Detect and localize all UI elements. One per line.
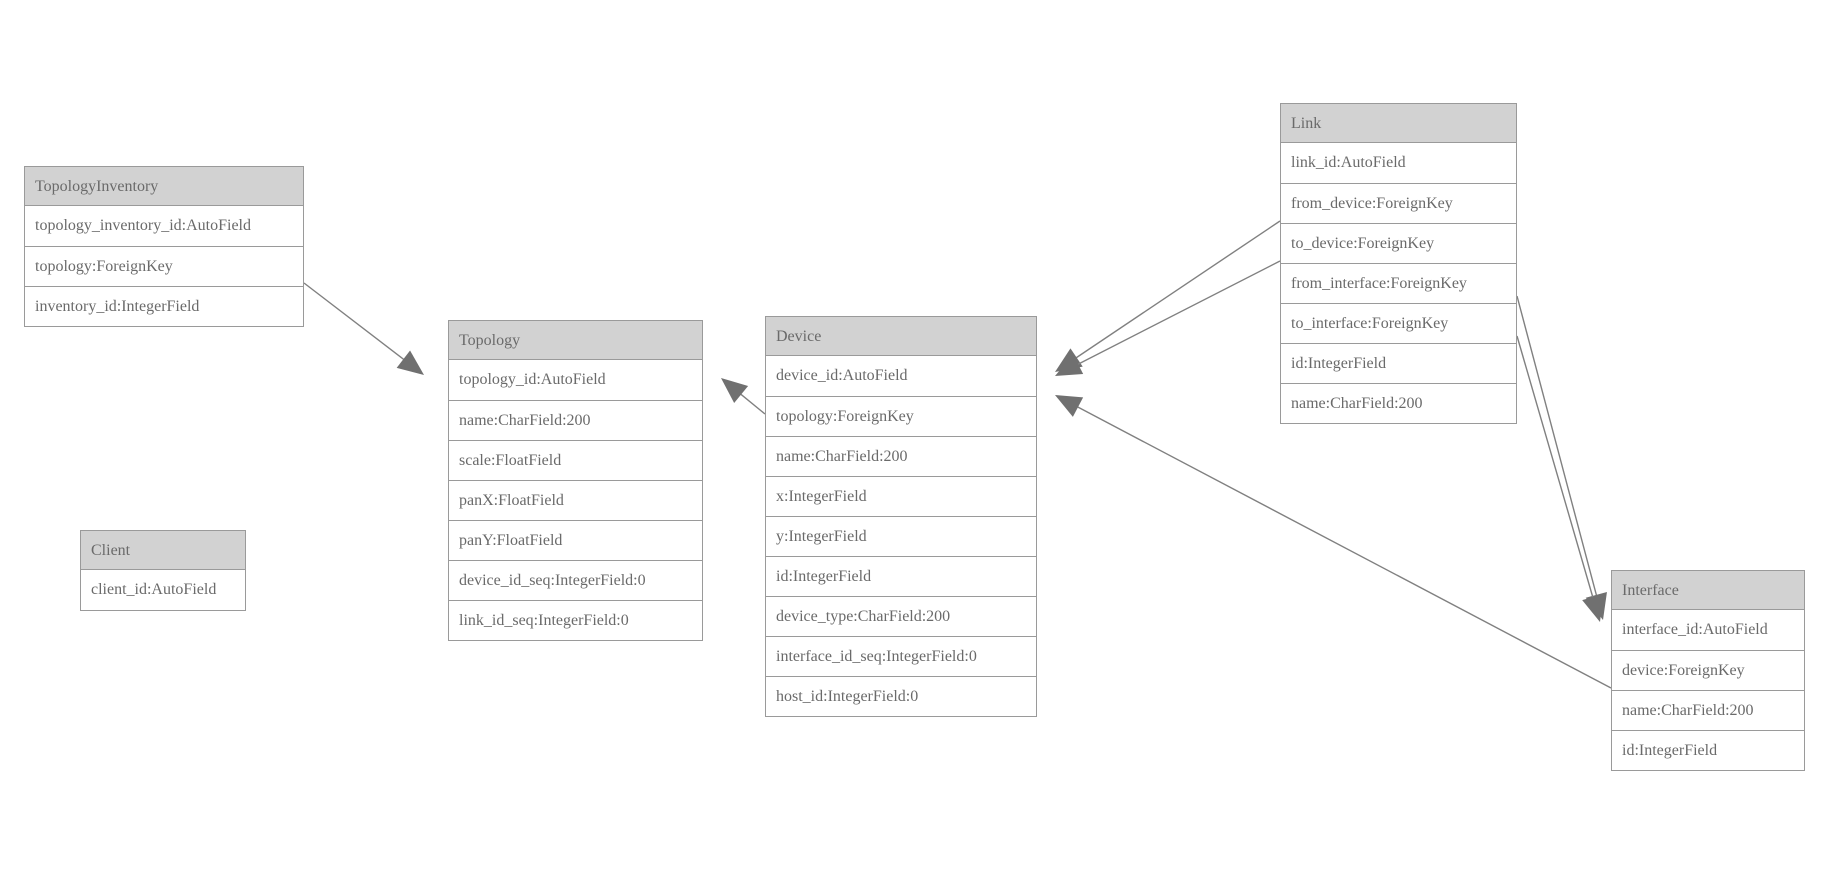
relationship-line	[1516, 295, 1599, 599]
relationship-line	[1516, 335, 1595, 602]
field-row[interactable]: panX:FloatField	[449, 480, 702, 520]
relationship-arrowhead	[1582, 593, 1604, 622]
relationship-arrowhead	[1055, 348, 1083, 372]
relationship-link-from_interface-interface[interactable]	[1516, 295, 1614, 623]
relationship-line	[303, 282, 407, 363]
field-row[interactable]: name:CharField:200	[1281, 383, 1516, 423]
field-row[interactable]: to_interface:ForeignKey	[1281, 303, 1516, 343]
relationship-link-to_device-device[interactable]	[1050, 260, 1281, 386]
field-row[interactable]: x:IntegerField	[766, 476, 1036, 516]
field-row[interactable]: to_device:ForeignKey	[1281, 223, 1516, 263]
field-row[interactable]: device_id_seq:IntegerField:0	[449, 560, 702, 600]
field-row[interactable]: inventory_id:IntegerField	[25, 286, 303, 326]
field-row[interactable]: device:ForeignKey	[1612, 650, 1804, 690]
field-row[interactable]: client_id:AutoField	[81, 570, 245, 610]
field-row[interactable]: topology:ForeignKey	[25, 246, 303, 286]
field-row[interactable]: from_interface:ForeignKey	[1281, 263, 1516, 303]
field-row[interactable]: panY:FloatField	[449, 520, 702, 560]
relationship-device-topology[interactable]	[714, 369, 766, 415]
field-row[interactable]: id:IntegerField	[1281, 343, 1516, 383]
relationship-line	[1072, 220, 1281, 361]
field-row[interactable]: from_device:ForeignKey	[1281, 183, 1516, 223]
field-row[interactable]: name:CharField:200	[1612, 690, 1804, 730]
relationship-arrowhead	[721, 378, 749, 403]
entity-title-link: Link	[1281, 104, 1516, 143]
field-row[interactable]: y:IntegerField	[766, 516, 1036, 556]
field-row[interactable]: name:CharField:200	[766, 436, 1036, 476]
field-row[interactable]: link_id:AutoField	[1281, 143, 1516, 183]
relationship-line	[1074, 404, 1612, 689]
relationship-arrowhead	[396, 350, 424, 375]
field-row[interactable]: device_type:CharField:200	[766, 596, 1036, 636]
field-row[interactable]: id:IntegerField	[1612, 730, 1804, 770]
relationship-interface-device-device[interactable]	[1050, 385, 1612, 689]
relationship-arrowhead	[1585, 592, 1607, 620]
field-row[interactable]: host_id:IntegerField:0	[766, 676, 1036, 716]
field-row[interactable]: device_id:AutoField	[766, 356, 1036, 396]
relationship-line	[737, 391, 766, 415]
entity-fields-client: client_id:AutoField	[81, 570, 245, 610]
relationship-arrowhead	[1055, 395, 1084, 417]
entity-title-topology: Topology	[449, 321, 702, 360]
relationship-link-to_interface-interface[interactable]	[1516, 335, 1611, 625]
relationship-topologyinventory-topology[interactable]	[303, 282, 431, 384]
entity-title-device: Device	[766, 317, 1036, 356]
field-row[interactable]: topology_inventory_id:AutoField	[25, 206, 303, 246]
field-row[interactable]: interface_id_seq:IntegerField:0	[766, 636, 1036, 676]
relationship-arrowhead	[1055, 354, 1084, 376]
field-row[interactable]: link_id_seq:IntegerField:0	[449, 600, 702, 640]
relationship-link-from_device-device[interactable]	[1049, 220, 1281, 381]
field-row[interactable]: topology:ForeignKey	[766, 396, 1036, 436]
entity-title-interface: Interface	[1612, 571, 1804, 610]
field-row[interactable]: name:CharField:200	[449, 400, 702, 440]
field-row[interactable]: interface_id:AutoField	[1612, 610, 1804, 650]
field-row[interactable]: topology_id:AutoField	[449, 360, 702, 400]
relationship-line	[1074, 260, 1281, 367]
entity-title-topologyinventory: TopologyInventory	[25, 167, 303, 206]
field-row[interactable]: id:IntegerField	[766, 556, 1036, 596]
entity-title-client: Client	[81, 531, 245, 570]
field-row[interactable]: scale:FloatField	[449, 440, 702, 480]
